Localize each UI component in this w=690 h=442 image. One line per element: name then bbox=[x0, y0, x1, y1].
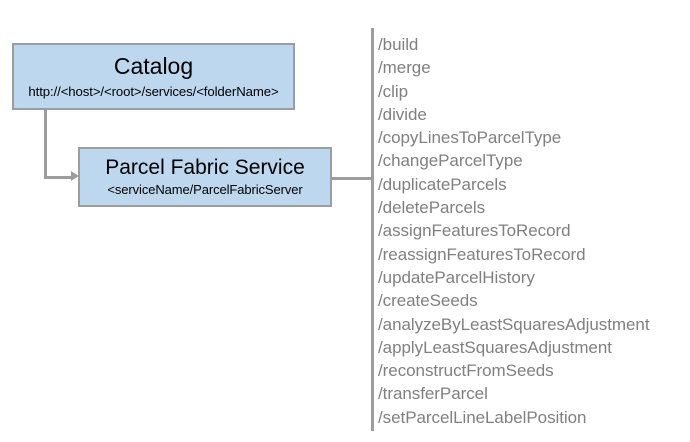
operation-item: /deleteParcels bbox=[378, 198, 486, 218]
operation-item: /merge bbox=[378, 58, 431, 78]
node-catalog: Catalog http://<host>/<root>/services/<f… bbox=[12, 43, 295, 110]
operation-item: /updateParcelHistory bbox=[378, 267, 535, 287]
operation-item: /changeParcelType bbox=[378, 151, 523, 171]
node-parcel-fabric-service-title: Parcel Fabric Service bbox=[105, 155, 305, 179]
node-parcel-fabric-service-subtitle: <serviceName/ParcelFabricServer bbox=[107, 182, 303, 198]
operation-item: /assignFeaturesToRecord bbox=[378, 221, 571, 241]
arrowhead-icon bbox=[71, 171, 79, 181]
connector-catalog-to-service-horizontal bbox=[44, 176, 74, 179]
operation-item: /divide bbox=[378, 104, 427, 124]
operation-item: /copyLinesToParcelType bbox=[378, 128, 562, 148]
operation-item: /duplicateParcels bbox=[378, 174, 507, 194]
operation-item: /clip bbox=[378, 81, 408, 101]
operations-divider bbox=[371, 28, 374, 431]
node-catalog-title: Catalog bbox=[113, 53, 194, 80]
operation-item: /transferParcel bbox=[378, 384, 488, 404]
operation-item: /applyLeastSquaresAdjustment bbox=[378, 337, 612, 357]
operation-item: /setParcelLineLabelPosition bbox=[378, 407, 587, 427]
node-catalog-subtitle: http://<host>/<root>/services/<folderNam… bbox=[28, 83, 279, 99]
operations-list: /build/merge/clip/divide/copyLinesToParc… bbox=[378, 33, 684, 429]
operation-item: /createSeeds bbox=[378, 291, 478, 311]
node-parcel-fabric-service: Parcel Fabric Service <serviceName/Parce… bbox=[78, 147, 332, 207]
operation-item: /reconstructFromSeeds bbox=[378, 361, 554, 381]
connector-catalog-to-service-vertical bbox=[44, 110, 47, 179]
operation-item: /analyzeByLeastSquaresAdjustment bbox=[378, 314, 650, 334]
connector-service-to-operations bbox=[332, 177, 372, 180]
operation-item: /reassignFeaturesToRecord bbox=[378, 244, 586, 264]
operation-item: /build bbox=[378, 35, 419, 54]
